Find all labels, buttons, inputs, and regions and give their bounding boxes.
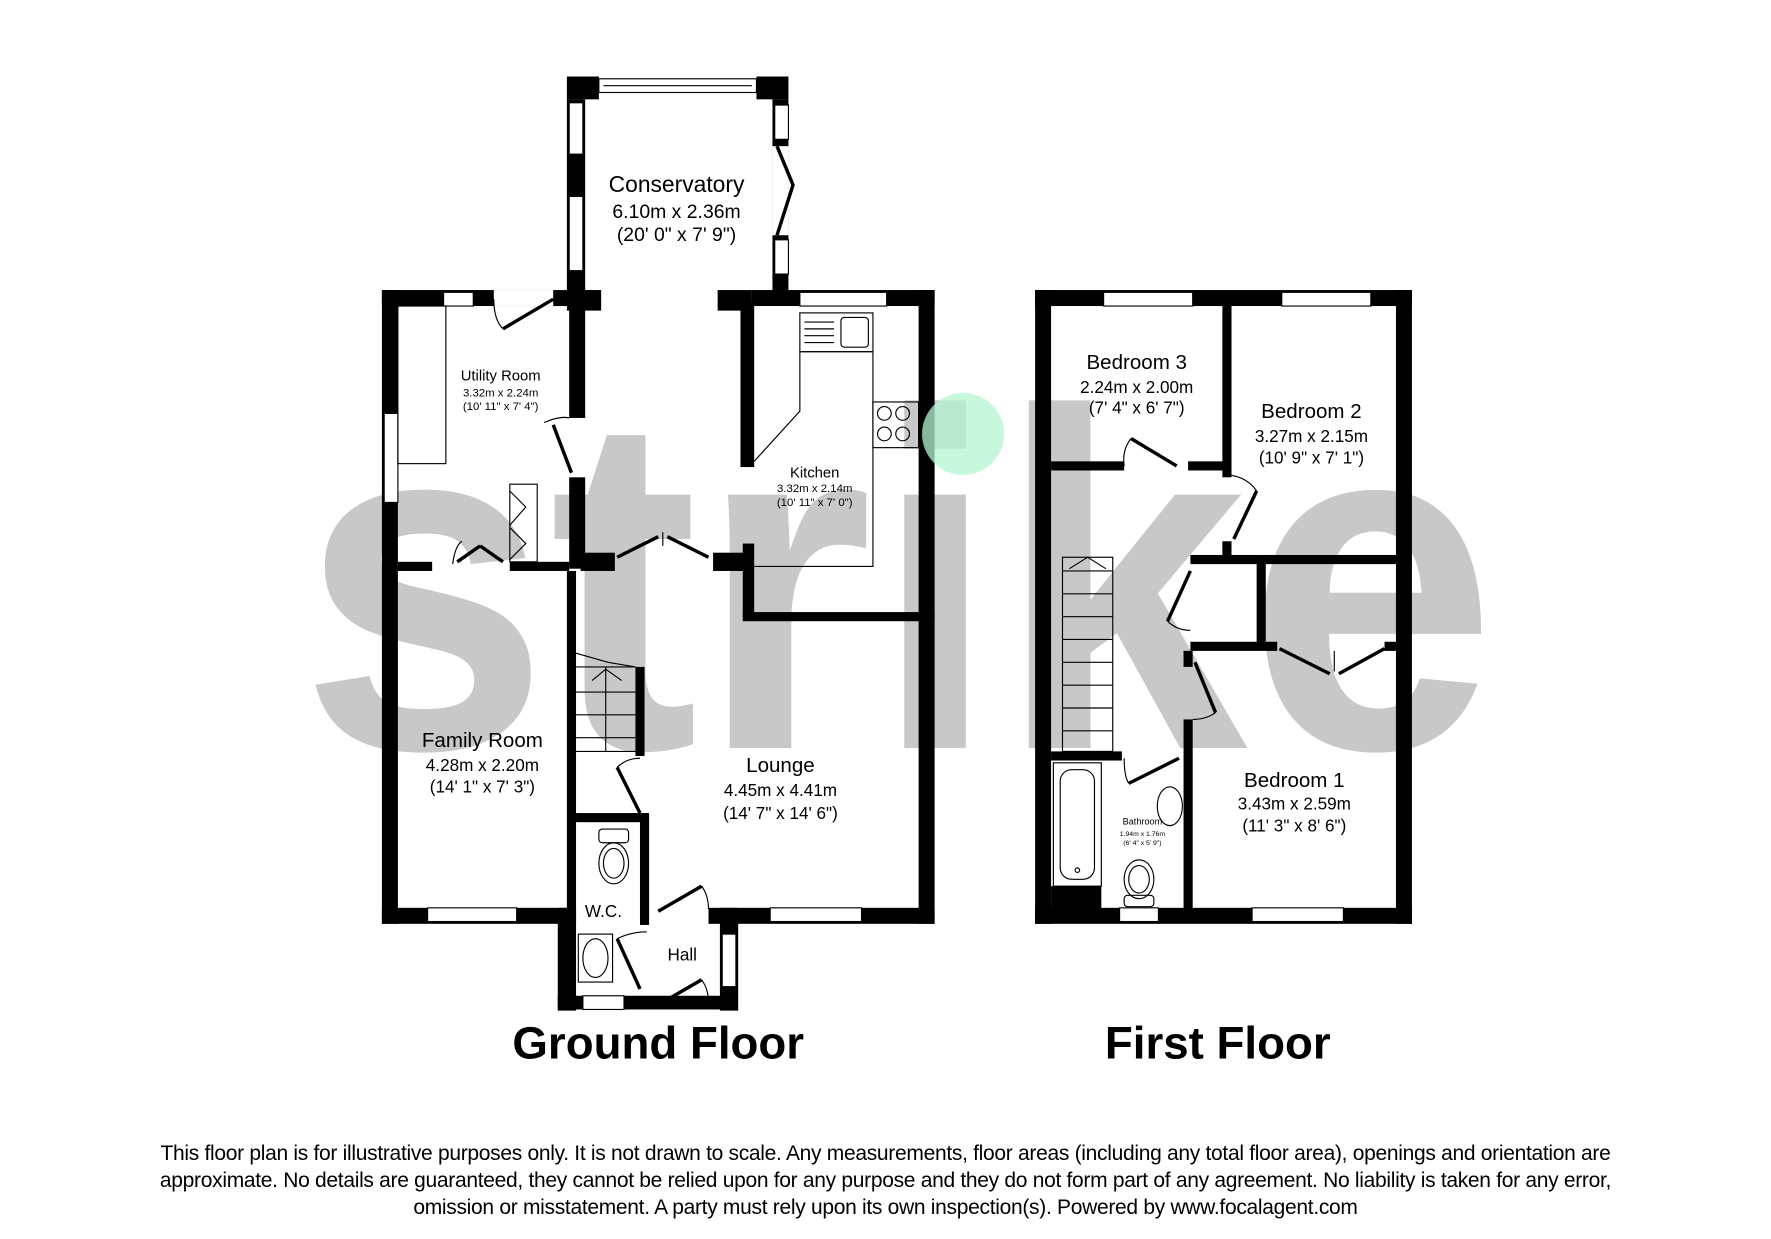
window (568, 195, 584, 272)
basin-icon (577, 933, 614, 983)
window (769, 907, 863, 923)
window (774, 104, 790, 140)
room-imperial-utility: (10' 11" x 7' 4") (463, 401, 539, 413)
room-name-hall: Hall (667, 945, 696, 964)
window (774, 239, 790, 275)
window (1119, 907, 1159, 923)
bath-icon (1052, 762, 1102, 887)
room-size-lounge: 4.45m x 4.41m (724, 781, 837, 800)
room-name-wc: W.C. (585, 902, 622, 921)
room-imperial-family: (14' 1" x 7' 3") (430, 778, 535, 797)
window (568, 102, 584, 155)
window (427, 907, 518, 923)
staircase (575, 652, 645, 756)
window (1103, 291, 1194, 307)
room-size-bathroom: 1.94m x 1.76m (1120, 831, 1166, 838)
room-size-family: 4.28m x 2.20m (426, 756, 539, 775)
window (1251, 907, 1344, 923)
window (1281, 291, 1372, 307)
room-imperial-conservatory: (20' 0" x 7' 9") (617, 224, 736, 246)
room-size-kitchen: 3.32m x 2.14m (777, 483, 852, 495)
room-name-bedroom-3: Bedroom 3 (1086, 351, 1187, 374)
door (551, 424, 574, 474)
window (442, 291, 474, 307)
window (582, 995, 625, 1011)
room-imperial-bedroom-3: (7' 4" x 6' 7") (1089, 398, 1185, 417)
location-marker (922, 392, 1005, 476)
room-name-bathroom: Bathroom (1123, 816, 1163, 826)
first-floor-title: First Floor (1105, 1018, 1331, 1069)
french-door (775, 145, 795, 236)
disclaimer-line: This floor plan is for illustrative purp… (160, 1142, 1611, 1165)
toilet-icon (598, 828, 630, 885)
door (502, 297, 555, 331)
toilet-icon (1123, 786, 1183, 908)
room-name-conservatory: Conservatory (609, 171, 745, 197)
room-imperial-lounge: (14' 7" x 14' 6") (723, 804, 838, 823)
room-name-utility: Utility Room (461, 368, 541, 384)
room-size-conservatory: 6.10m x 2.36m (612, 201, 740, 223)
first-floor-labels: Bedroom 3 2.24m x 2.00m (7' 4" x 6' 7") … (1080, 351, 1368, 1069)
ground-floor-plan (381, 76, 935, 1011)
room-imperial-bedroom-1: (11' 3" x 8' 6") (1242, 816, 1346, 835)
ground-floor-title: Ground Floor (512, 1018, 804, 1069)
room-name-bedroom-1: Bedroom 1 (1244, 769, 1345, 792)
hob (872, 401, 920, 449)
svg-text:strike: strike (300, 314, 1497, 850)
room-size-bedroom-1: 3.43m x 2.59m (1238, 795, 1351, 814)
room-size-bedroom-2: 3.27m x 2.15m (1255, 427, 1368, 446)
room-imperial-kitchen: (10' 11" x 7' 0") (777, 497, 853, 509)
watermark: strike (300, 314, 1497, 850)
room-imperial-bathroom: (6' 4" x 5' 9") (1123, 840, 1161, 847)
disclaimer: This floor plan is for illustrative purp… (0, 1140, 1771, 1221)
room-name-kitchen: Kitchen (790, 465, 839, 481)
ground-floor-labels: Conservatory 6.10m x 2.36m (20' 0" x 7' … (422, 171, 853, 1069)
disclaimer-line: omission or misstatement. A party must r… (413, 1196, 1358, 1219)
room-size-bedroom-3: 2.24m x 2.00m (1080, 378, 1193, 397)
room-size-utility: 3.32m x 2.24m (463, 387, 538, 399)
room-imperial-bedroom-2: (10' 9" x 7' 1") (1259, 449, 1364, 468)
first-floor-plan (1035, 290, 1412, 924)
room-name-lounge: Lounge (746, 754, 815, 777)
room-name-bedroom-2: Bedroom 2 (1261, 400, 1362, 423)
window (383, 412, 399, 504)
window (721, 933, 737, 988)
room-name-family: Family Room (422, 729, 543, 752)
window (799, 291, 888, 307)
disclaimer-line: approximate. No details are guaranteed, … (159, 1169, 1612, 1192)
